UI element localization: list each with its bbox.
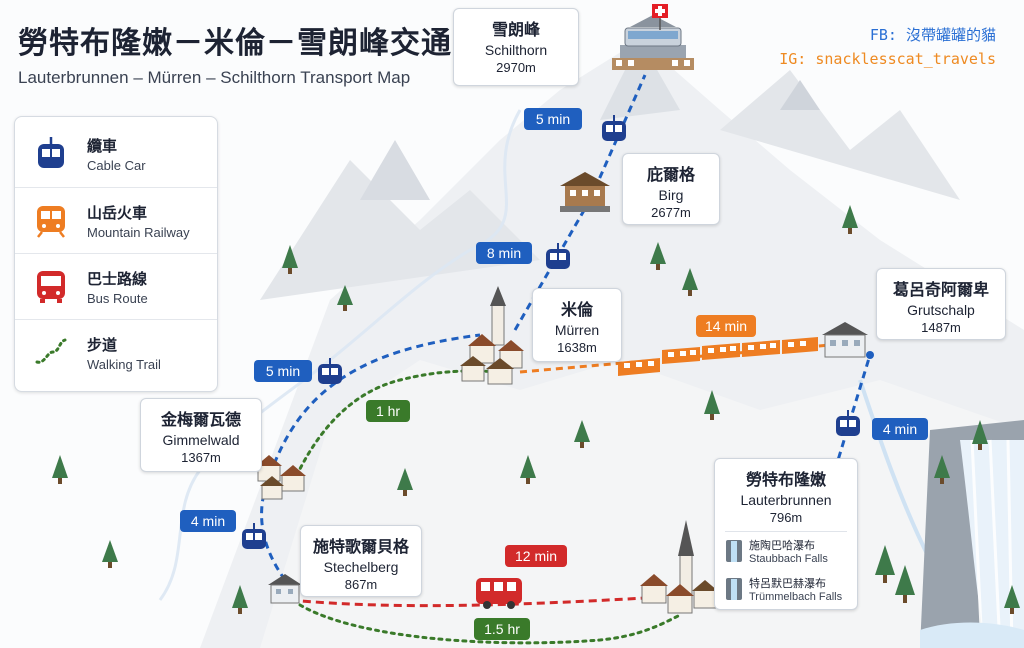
station-altitude: 2970m — [496, 60, 536, 75]
instagram-credit: IG: snacklesscat_travels — [779, 50, 996, 68]
cable-car-icon — [836, 410, 860, 436]
mountain-railway-icon — [37, 206, 65, 238]
birg-chalet — [560, 172, 610, 212]
stechelberg-station — [268, 574, 302, 604]
waterfall-name-en: Staubbach Falls — [749, 553, 828, 565]
station-label-murren[interactable]: 米倫 Mürren 1638m — [532, 288, 622, 362]
swiss-flag-icon — [652, 4, 668, 30]
legend-panel: 纜車 Cable Car 山岳火車 Mountain Railway 巴士路線 … — [14, 116, 218, 392]
waterfall-icon — [726, 540, 742, 562]
station-altitude: 796m — [769, 510, 803, 525]
waterfall-name-zh: 施陶巴哈瀑布 — [749, 539, 815, 552]
time-badge-trail-gimmelwald-murren: 1 hr — [366, 400, 410, 422]
legend-item-cable-car: 纜車 Cable Car — [15, 121, 217, 187]
station-name-en: Grutschalp — [907, 302, 975, 318]
bus-icon — [37, 271, 65, 303]
waterfall-icon — [726, 578, 742, 600]
legend-label-zh: 步道 — [87, 336, 118, 354]
cable-car-icon — [318, 358, 342, 384]
station-label-stechelberg[interactable]: 施特歌爾貝格 Stechelberg 867m — [300, 525, 422, 597]
legend-item-bus-route: 巴士路線 Bus Route — [15, 253, 217, 320]
time-badge-birg-schilthorn: 5 min — [524, 108, 582, 130]
station-name-en: Stechelberg — [323, 559, 399, 575]
waterfall-name-zh: 特呂默巴赫瀑布 — [749, 577, 826, 590]
station-name-en: Mürren — [554, 322, 600, 338]
river — [158, 109, 522, 601]
gimmelwald-village — [256, 455, 306, 500]
legend-label-en: Mountain Railway — [87, 225, 190, 240]
station-altitude: 867m — [344, 577, 378, 592]
waterfall-item-staubbach: 施陶巴哈瀑布 Staubbach Falls — [725, 535, 847, 571]
legend-label-en: Walking Trail — [87, 357, 161, 372]
tree-group — [52, 205, 1020, 614]
legend-item-walking-trail: 步道 Walking Trail — [15, 319, 217, 386]
legend-label-en: Cable Car — [87, 158, 146, 173]
station-name-zh: 勞特布隆嫩 — [745, 470, 826, 489]
time-badge-gimmelwald-murren: 5 min — [254, 360, 312, 382]
schilthorn-summit-building — [612, 15, 694, 70]
station-label-lauterbrunnen[interactable]: 勞特布隆嫩 Lauterbrunnen 796m 施陶巴哈瀑布 Staubbac… — [714, 458, 858, 610]
station-label-birg[interactable]: 庇爾格 Birg 2677m — [622, 153, 720, 225]
map-subtitle: Lauterbrunnen – Mürren – Schilthorn Tran… — [18, 68, 411, 87]
cable-car-icon — [602, 115, 626, 141]
trail-stechelberg-lauterbrunnen — [298, 603, 682, 645]
station-altitude: 1487m — [921, 320, 961, 335]
station-altitude: 1638m — [557, 340, 597, 355]
station-altitude: 1367m — [181, 450, 221, 465]
station-name-zh: 庇爾格 — [646, 165, 695, 184]
waterfall-name-en: Trümmelbach Falls — [749, 591, 843, 603]
station-altitude: 2677m — [651, 205, 691, 220]
legend-label-zh: 纜車 — [87, 137, 118, 155]
murren-village — [460, 286, 524, 385]
time-badge-stechelberg-gimmelwald: 4 min — [180, 510, 236, 532]
station-name-en: Gimmelwald — [162, 432, 240, 448]
station-name-zh: 金梅爾瓦德 — [160, 410, 241, 429]
map-title: 勞特布隆嫩－米倫－雪朗峰交通圖 — [18, 26, 483, 61]
station-name-zh: 米倫 — [560, 300, 593, 319]
waterfall-item-trummelbach: 特呂默巴赫瀑布 Trümmelbach Falls — [725, 573, 847, 609]
route-lauterbrunnen-grutschalp — [833, 354, 872, 471]
station-name-zh: 雪朗峰 — [491, 20, 540, 39]
waterfall-cliff — [920, 420, 1024, 648]
station-name-en: Birg — [658, 187, 684, 203]
station-label-schilthorn[interactable]: 雪朗峰 Schilthorn 2970m — [453, 8, 579, 86]
mountain-railway-train — [618, 337, 818, 376]
route-birg-schilthorn — [588, 74, 647, 201]
route-grutschalp-murren-rail — [519, 343, 831, 374]
cable-car-icon — [38, 137, 64, 168]
grutschalp-station — [822, 322, 868, 358]
lauterbrunnen-village — [640, 520, 718, 614]
divider — [725, 531, 847, 532]
station-name-en: Lauterbrunnen — [740, 492, 832, 508]
legend-label-zh: 山岳火車 — [87, 204, 148, 222]
bus-icon — [476, 578, 522, 609]
route-stechelberg-lauterbrunnen-bus — [289, 596, 646, 608]
legend-label-zh: 巴士路線 — [87, 270, 148, 288]
cable-car-icon — [546, 243, 570, 269]
time-badge-murren-birg: 8 min — [476, 242, 532, 264]
facebook-credit: FB: 沒帶罐罐的貓 — [869, 26, 996, 44]
time-badge-bus: 12 min — [505, 545, 567, 567]
time-badge-grutschalp-murren: 14 min — [696, 315, 756, 337]
legend-item-mountain-railway: 山岳火車 Mountain Railway — [15, 187, 217, 254]
station-name-en: Schilthorn — [484, 42, 548, 58]
station-label-gimmelwald[interactable]: 金梅爾瓦德 Gimmelwald 1367m — [140, 398, 262, 472]
station-name-zh: 施特歌爾貝格 — [312, 537, 409, 556]
cable-car-icon — [242, 523, 266, 549]
legend-label-en: Bus Route — [87, 291, 148, 306]
time-badge-trail-stechelberg-lauterbrunnen: 1.5 hr — [474, 618, 530, 640]
time-badge-lauterbrunnen-grutschalp: 4 min — [872, 418, 928, 440]
station-label-grutschalp[interactable]: 葛呂奇阿爾卑 Grutschalp 1487m — [876, 268, 1006, 340]
walking-trail-icon — [35, 338, 67, 364]
station-name-zh: 葛呂奇阿爾卑 — [892, 280, 989, 299]
